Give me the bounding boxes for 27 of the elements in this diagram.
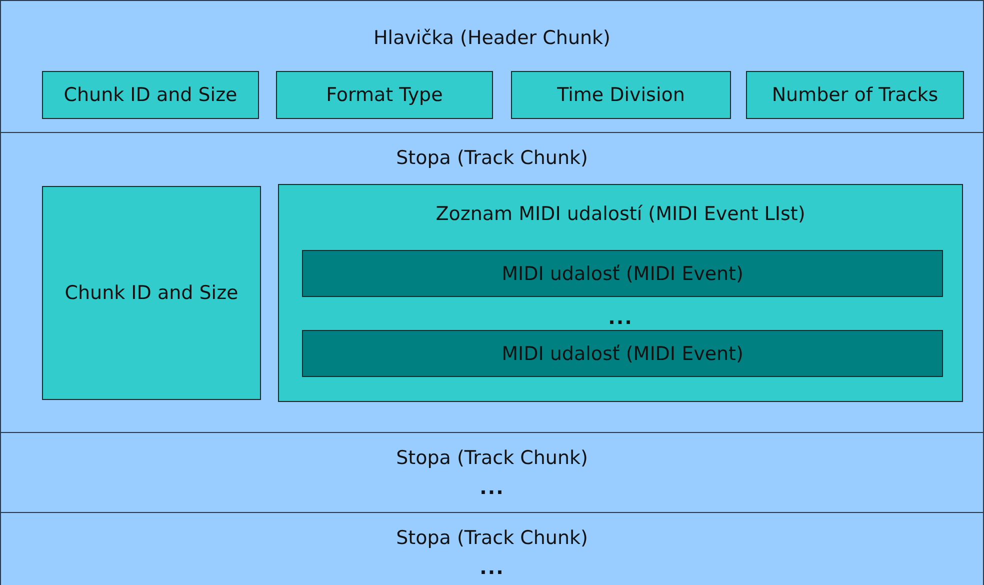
heading-text: Stopa (Track Chunk) — [396, 447, 588, 469]
chunk-band — [0, 432, 984, 513]
event-box — [302, 330, 943, 377]
chunk-band — [0, 132, 984, 433]
field-label: Time Division — [557, 84, 685, 106]
field-box — [276, 71, 493, 119]
field-box — [42, 71, 259, 119]
chunk-band — [0, 0, 984, 133]
field-box — [746, 71, 964, 119]
ellipsis-text: ... — [608, 307, 633, 329]
heading-text: Stopa (Track Chunk) — [396, 147, 588, 169]
event-box — [302, 250, 943, 297]
field-label: Chunk ID and Size — [64, 84, 238, 106]
field-box — [42, 186, 261, 400]
ellipsis-text: ... — [480, 557, 504, 579]
heading-text: Stopa (Track Chunk) — [396, 527, 588, 549]
field-box — [511, 71, 731, 119]
ellipsis-text: ... — [480, 477, 504, 499]
chunk-band — [0, 512, 984, 585]
field-box — [278, 184, 963, 402]
field-label: Chunk ID and Size — [64, 282, 238, 304]
heading-text: Hlavička (Header Chunk) — [374, 27, 610, 49]
heading-text: Zoznam MIDI udalostí (MIDI Event LIst) — [436, 203, 806, 225]
field-label: MIDI udalosť (MIDI Event) — [502, 342, 744, 364]
field-label: Number of Tracks — [772, 84, 938, 106]
field-label: MIDI udalosť (MIDI Event) — [502, 262, 744, 284]
field-label: Format Type — [326, 84, 443, 106]
